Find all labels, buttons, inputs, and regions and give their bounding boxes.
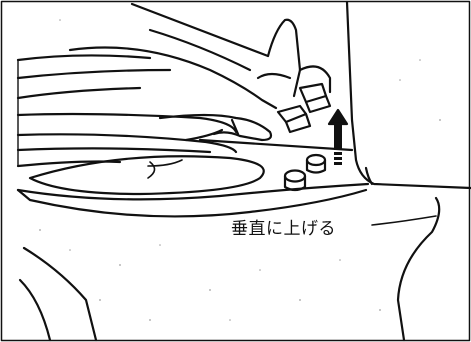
- toilet-seat: [16, 54, 238, 168]
- up-arrow-icon: [327, 108, 349, 165]
- toilet-tank: [345, 0, 471, 190]
- hinge-posts: [283, 153, 327, 192]
- toilet-base: [18, 196, 441, 342]
- lower-hand: [68, 46, 278, 142]
- bowl-opening: [28, 155, 265, 196]
- callout-leader-line: [371, 215, 437, 226]
- toilet-bowl-deck: [16, 138, 370, 218]
- hinge-bracket: [276, 82, 332, 134]
- speckle-texture: [39, 19, 441, 321]
- callout-label: 垂直に上げる: [231, 219, 336, 239]
- upper-hand: [130, 2, 332, 98]
